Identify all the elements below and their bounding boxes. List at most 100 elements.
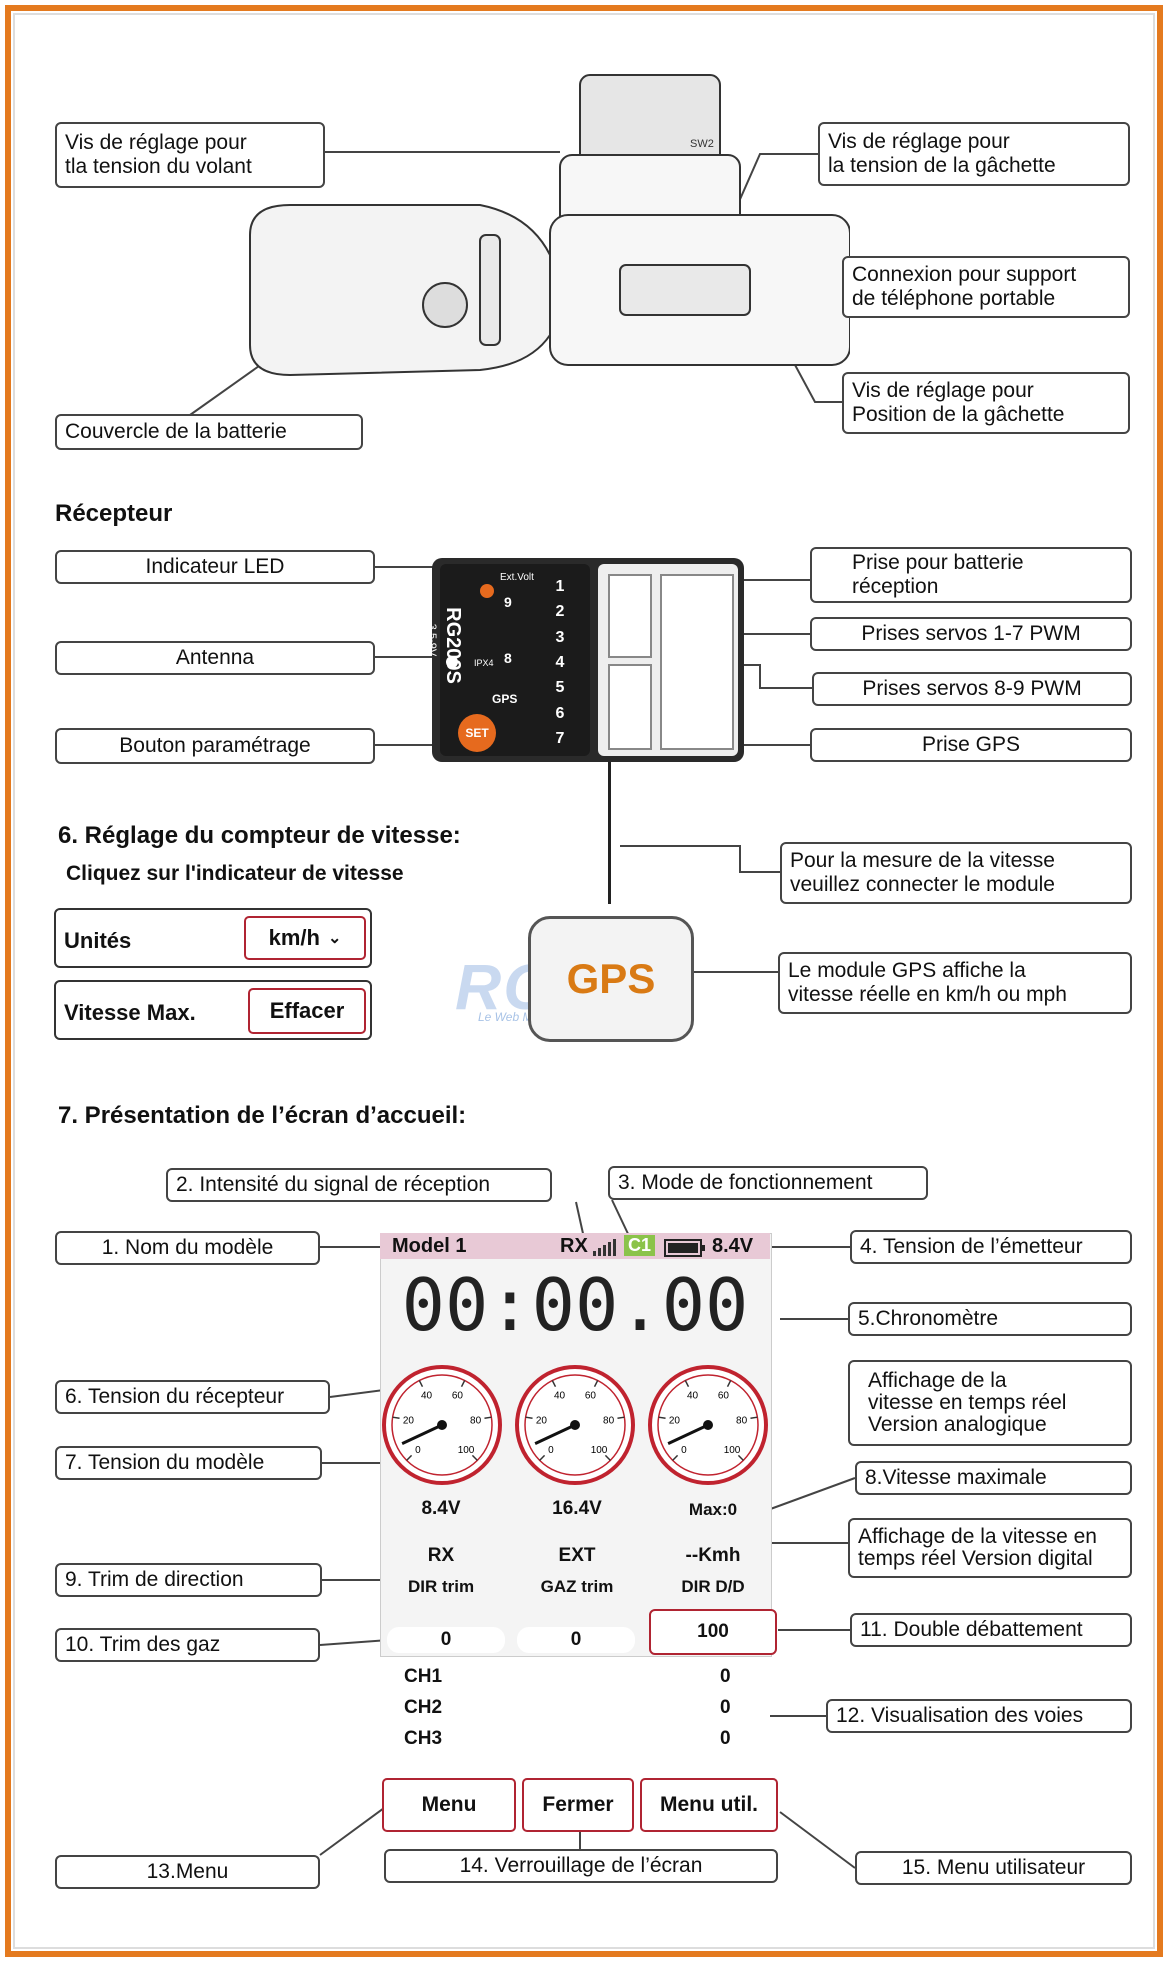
gauge-tick-label: 60: [452, 1391, 464, 1402]
callout-servos-1-7: Prises servos 1-7 PWM: [810, 617, 1132, 651]
callout-menu: 13.Menu: [55, 1855, 320, 1889]
units-select[interactable]: km/h ⌄: [244, 916, 366, 960]
ch9-label: 9: [504, 594, 512, 610]
callout-line: 5.Chronomètre: [858, 1307, 999, 1330]
menu-button[interactable]: Menu: [382, 1778, 516, 1832]
callout-line: temps réel Version digital: [858, 1547, 1093, 1570]
receiver-body: RG209S 3.5-9V Ext.Volt 9 8 GPS IPX4 SET …: [426, 558, 744, 762]
chronometer[interactable]: 00:00.00: [401, 1263, 749, 1347]
units-label: Unités: [64, 928, 132, 953]
channel-row-ch1: CH1 0: [394, 1664, 764, 1690]
callout-line: 8.Vitesse maximale: [865, 1466, 1047, 1489]
gauge-inner-ring: [391, 1374, 493, 1476]
callout-signal: 2. Intensité du signal de réception: [166, 1168, 552, 1202]
callout-line: Connexion pour support: [852, 263, 1077, 286]
callout-chrono: 5.Chronomètre: [848, 1302, 1132, 1336]
callout-line: Version analogique: [868, 1413, 1047, 1436]
user-menu-button[interactable]: Menu util.: [640, 1778, 778, 1832]
callout-line: Antenna: [175, 646, 255, 669]
callout-line: 2. Intensité du signal de réception: [176, 1173, 491, 1196]
gauge-tick: [593, 1380, 599, 1388]
callout-line: de téléphone portable: [852, 287, 1056, 310]
callout-model-name: 1. Nom du modèle: [55, 1231, 320, 1265]
gauge-hub: [437, 1420, 447, 1430]
callout-line: la tension de la gâchette: [828, 154, 1056, 177]
set-button-icon[interactable]: SET: [458, 714, 496, 752]
callout-line: 9. Trim de direction: [65, 1568, 244, 1591]
callout-line: Prises servos 1-7 PWM: [861, 622, 1081, 645]
callout-line: Vis de réglage pour: [828, 130, 1010, 153]
channel-value: 0: [720, 1666, 731, 1687]
gauge-tick-label: 20: [669, 1416, 681, 1427]
gauge-needle: [534, 1423, 576, 1445]
callout-connect-module: Pour la mesure de la vitesse veuillez co…: [780, 842, 1132, 904]
callout-antenna: Antenna: [55, 641, 375, 675]
callout-line: Affichage de la: [868, 1369, 1007, 1392]
gauge-hub: [570, 1420, 580, 1430]
callout-set-button: Bouton paramétrage: [55, 728, 375, 764]
gauge-tick-label: 20: [403, 1416, 415, 1427]
dir-dd-label: DIR D/D: [681, 1577, 745, 1596]
callout-analog-speed: Affichage de la vitesse en temps réel Ve…: [848, 1360, 1132, 1446]
gaz-trim-value[interactable]: 0: [517, 1627, 635, 1653]
close-button[interactable]: Fermer: [522, 1778, 634, 1832]
max-speed-setting: [54, 980, 372, 1040]
clear-button[interactable]: Effacer: [248, 988, 366, 1034]
dual-rate-value[interactable]: 100: [649, 1609, 777, 1655]
receiver-model: RG209S: [441, 607, 464, 684]
callout-dir-trim: 9. Trim de direction: [55, 1563, 322, 1597]
gauge-tick: [658, 1416, 666, 1420]
dir-trim-value[interactable]: 0: [387, 1627, 505, 1653]
callout-line: 15. Menu utilisateur: [901, 1856, 1086, 1879]
callout-mode: 3. Mode de fonctionnement: [608, 1166, 928, 1200]
callout-gaz-trim: 10. Trim des gaz: [55, 1628, 320, 1662]
callout-line: 1. Nom du modèle: [101, 1236, 274, 1259]
gauge-tick: [617, 1416, 625, 1420]
callout-line: Indicateur LED: [145, 555, 285, 578]
connector-block: [660, 574, 734, 750]
callout-line: 7. Tension du modèle: [65, 1451, 265, 1474]
callout-line: 6. Tension du récepteur: [65, 1385, 285, 1408]
connector-block: [608, 574, 652, 658]
callout-line: tla tension du volant: [65, 155, 252, 178]
transmitter-illustration: SW2: [249, 74, 850, 377]
channel-row-ch3: CH3 0: [394, 1726, 764, 1752]
digital-speed-value: --Kmh: [685, 1545, 741, 1566]
gauge-tick-label: 0: [681, 1445, 687, 1456]
callout-line: Prises servos 8-9 PWM: [862, 677, 1082, 700]
signal-bars-icon: [593, 1239, 616, 1256]
battery-icon: [664, 1239, 705, 1257]
gaz-trim-label: GAZ trim: [540, 1577, 614, 1596]
gauge-tick-label: 80: [470, 1416, 482, 1427]
chevron-down-icon: ⌄: [327, 930, 342, 947]
gauge-tick-label: 100: [458, 1445, 475, 1456]
gauge-tick: [539, 1454, 546, 1461]
channel-number: 7: [555, 730, 565, 748]
gauge-tick: [737, 1454, 744, 1461]
gauge-tick: [684, 1380, 690, 1388]
callout-led: Indicateur LED: [55, 550, 375, 584]
callout-line: 14. Verrouillage de l’écran: [459, 1854, 703, 1877]
home-heading: 7. Présentation de l’écran d’accueil:: [58, 1102, 467, 1129]
gauge-tick: [471, 1454, 478, 1461]
gauge-tick: [392, 1416, 400, 1420]
gauge-tick: [484, 1416, 492, 1420]
switch-label: SW2: [690, 138, 714, 150]
callout-tx-voltage: 4. Tension de l’émetteur: [850, 1230, 1132, 1264]
page-inner-border: [13, 13, 1155, 1949]
gauge-tick-label: 80: [736, 1416, 748, 1427]
callout-line: 10. Trim des gaz: [65, 1633, 221, 1656]
channel-row-ch2: CH2 0: [394, 1695, 764, 1721]
antenna-port-icon: [446, 656, 458, 668]
tx-voltage: 8.4V: [712, 1235, 754, 1257]
channel-numbers: 1 2 3 4 5 6 7: [536, 574, 584, 752]
gauge-tick-label: 40: [554, 1391, 566, 1402]
servo-connectors: [598, 564, 738, 756]
dir-trim-label: DIR trim: [407, 1577, 475, 1596]
ch8-label: 8: [504, 650, 512, 666]
gauge-tick: [604, 1454, 611, 1461]
